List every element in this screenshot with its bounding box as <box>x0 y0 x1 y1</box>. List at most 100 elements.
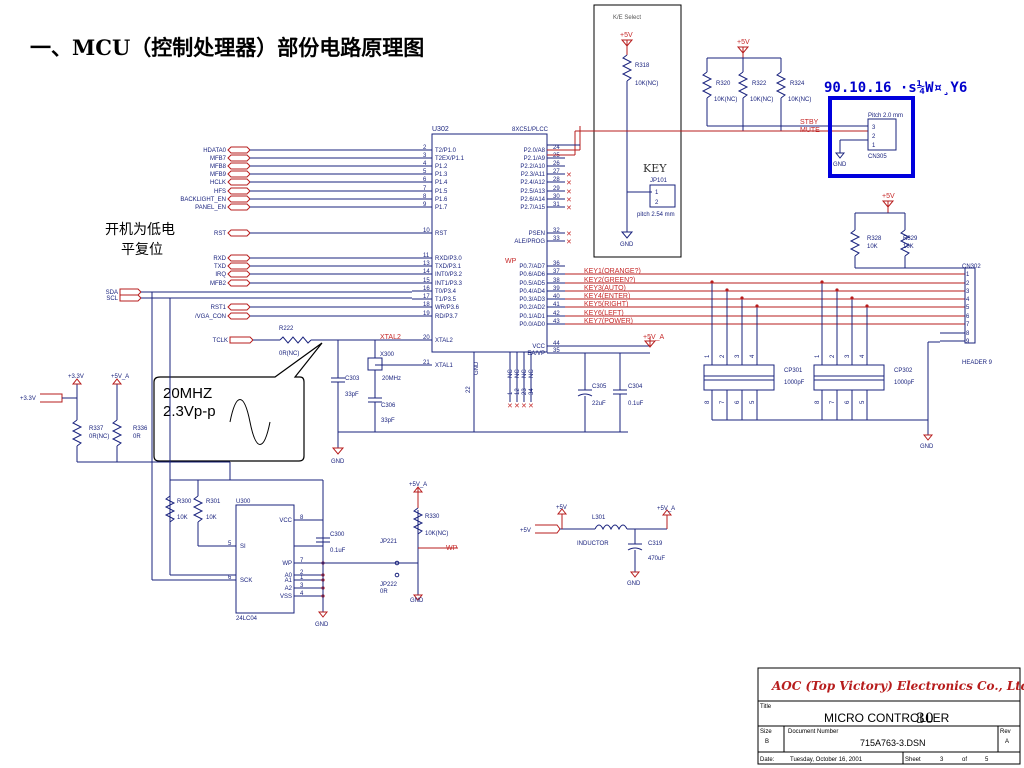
eeprom-pin-number: 6 <box>228 575 232 581</box>
docnum-value: 715A763-3.DSN <box>860 738 926 748</box>
no-connect-icon: ✕ <box>566 239 572 246</box>
r300-ref: R300 <box>177 499 192 505</box>
resistor-ref: R320 <box>716 81 731 87</box>
resistor-ref: R322 <box>752 81 767 87</box>
mcu-pin-number: 29 <box>553 186 560 192</box>
mcu-pin-number: 16 <box>423 286 430 292</box>
key-net-label: KEY1(ORANGE?) <box>584 268 641 275</box>
wp-net-eeprom: WP <box>446 545 458 552</box>
mcu-pin-name: P0.0/AD0 <box>519 322 545 328</box>
mcu-pin-number: 40 <box>553 294 560 300</box>
cn302-ref: CN302 <box>962 264 981 270</box>
r330-val: 10K(NC) <box>425 531 448 537</box>
junction-dot <box>850 296 854 300</box>
mcu-pin-number: 14 <box>423 269 430 275</box>
cn302-pin-number: 8 <box>966 331 970 337</box>
resistor-val: 10K(NC) <box>788 97 811 103</box>
key-net-label: KEY2(GREEN?) <box>584 277 635 284</box>
mcu-pin-name: P2.3/A11 <box>521 172 546 178</box>
cn305-pin3: 3 <box>872 125 876 131</box>
eeprom-pin-number: 2 <box>300 570 304 576</box>
key-section: +5V R328 10K R329 10K KEY1(ORANGE?)KEY2(… <box>565 193 993 450</box>
mcu-pin-number: 26 <box>553 161 560 167</box>
date-annotation: 90.10.16 ·s¼W¤¸Y6 <box>824 80 967 96</box>
mcu-pin-number: 21 <box>423 360 430 366</box>
net-port-panel-en <box>227 203 251 211</box>
net-port-rst <box>227 229 251 237</box>
rev-value: A <box>1005 739 1009 745</box>
sheet-title: MICRO CONTROLLER <box>824 711 950 725</box>
mcu-pin-name: XTAL1 <box>435 363 454 369</box>
net-port-hfs <box>227 187 251 195</box>
net-port-mfb8 <box>227 162 251 170</box>
mcu-pin-name: WR/P3.6 <box>435 305 460 311</box>
mcu-pin-name: P2.0/A8 <box>524 148 546 154</box>
l301-5va: +5V_A <box>657 506 675 512</box>
mcu-pin-number: 37 <box>553 269 560 275</box>
junction-dot <box>725 288 729 292</box>
mcu-pin-number: 28 <box>553 177 560 183</box>
mcu-pin-number: 19 <box>423 311 430 317</box>
r222-ref: R222 <box>279 326 294 332</box>
cap-array-pin: 2 <box>720 354 726 358</box>
cap-array-ref: CP302 <box>894 368 913 374</box>
r329-val: 10K <box>903 244 914 250</box>
keys-gnd: GND <box>920 444 934 450</box>
mcu-pin-name: P0.2/AD2 <box>519 305 545 311</box>
mcu-pin-name: P1.4 <box>435 180 448 186</box>
mcu-pin-number: 7 <box>423 186 427 192</box>
eeprom-pin-number: 3 <box>300 583 304 589</box>
eeprom-pin-name: VSS <box>280 594 292 600</box>
cn302-pin-number: 6 <box>966 314 970 320</box>
mcu-pin-name: PSEN <box>529 231 545 237</box>
mcu-pin-name: P0.3/AD3 <box>519 297 545 303</box>
nc-pin-number: 34 <box>529 388 535 395</box>
l301-ref: L301 <box>592 515 606 521</box>
mcu-pin-number: 27 <box>553 169 560 175</box>
cn305-ref: CN305 <box>868 154 887 160</box>
company-name: AOC (Top Victory) Electronics Co., Ltd. <box>771 679 1024 693</box>
mcu-pin-name: VCC <box>532 344 545 350</box>
net-label-mfb8: MFB8 <box>210 164 227 170</box>
left-signal-ports: HDATA0MFB7MFB8MFB9HCLKHFSBACKLIGHT_ENPAN… <box>106 146 412 344</box>
cn302-pin-number: 9 <box>966 339 970 345</box>
jp101-pin1: 1 <box>655 190 659 196</box>
mcu-right-pins: 24P2.0/A825P2.1/A926P2.2/A1027P2.3/A11✕2… <box>505 145 572 357</box>
cn302-pin-number: 7 <box>966 322 970 328</box>
nc-label: NC <box>522 369 528 378</box>
net-label-mfb9: MFB9 <box>210 172 227 178</box>
vcc-decoupling: +5V_A C305 22uF C304 0.1uF <box>547 334 665 432</box>
l301-name: INDUCTOR <box>577 541 609 547</box>
r337-val: 0R(NC) <box>89 434 109 440</box>
c305-val: 22uF <box>592 401 606 407</box>
mcu-pin-name: P1.6 <box>435 197 448 203</box>
net-port-sda <box>119 288 142 296</box>
cn305-pin2: 2 <box>872 134 876 140</box>
junction-dot <box>820 280 824 284</box>
mcu-pin-name: P2.2/A10 <box>520 164 545 170</box>
net-label-vga-con: /VGA_CON <box>195 314 226 320</box>
mcu-pin-number: 20 <box>423 335 430 341</box>
resistor-symbol <box>737 71 749 99</box>
docnum-label: Document Number <box>788 729 838 735</box>
r328-val: 10K <box>867 244 878 250</box>
c303-ref: C303 <box>345 376 360 382</box>
jp222-ref: JP222 <box>380 582 398 588</box>
mcu-gnd-label: GND <box>474 361 480 375</box>
sheet-value: 3 <box>940 757 944 763</box>
cap-array-pin: 8 <box>815 400 821 404</box>
r318-ref: R318 <box>635 63 650 69</box>
mcu-pin-number: 11 <box>423 253 430 259</box>
mcu-pin-name: P0.6/AD6 <box>519 272 545 278</box>
xtal2-net: XTAL2 <box>380 334 401 341</box>
nc-pin-number: 1 <box>508 391 514 395</box>
mcu-pin-name: P2.6/A14 <box>520 197 545 203</box>
cap-array-pin: 4 <box>750 354 756 358</box>
mcu-pin-name: ALE/PROG <box>514 239 545 245</box>
net-port-txd <box>227 262 251 270</box>
net-label-panel-en: PANEL_EN <box>195 205 226 211</box>
junction-dot <box>865 304 869 308</box>
